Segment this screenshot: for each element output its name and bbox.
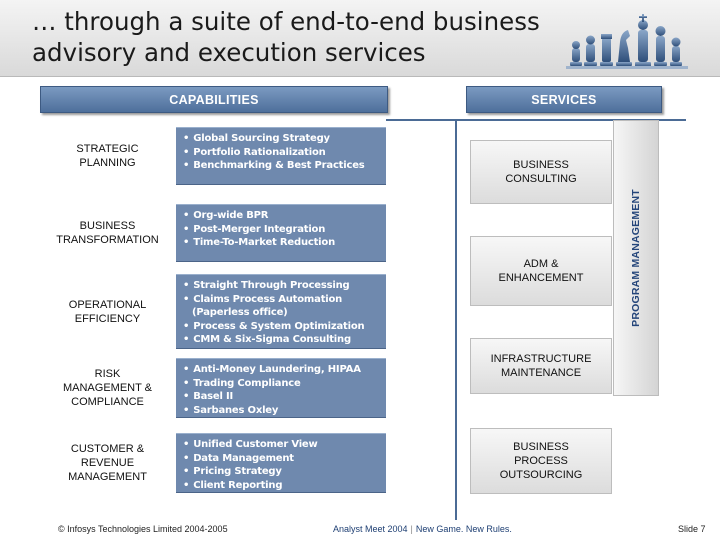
capability-details: Straight Through Processing Claims Proce… <box>176 274 386 349</box>
capabilities-header: CAPABILITIES <box>40 86 388 113</box>
vertical-divider <box>455 120 457 520</box>
capability-row-customer-revenue: CUSTOMER & REVENUE MANAGEMENT Unified Cu… <box>40 433 386 493</box>
title-bar: … through a suite of end-to-end business… <box>0 0 720 77</box>
capability-bullet: Global Sourcing Strategy <box>182 132 380 146</box>
capability-bullet: Claims Process Automation (Paperless off… <box>182 293 380 320</box>
slide-title: … through a suite of end-to-end business… <box>32 7 540 67</box>
service-infrastructure-maintenance: INFRASTRUCTURE MAINTENANCE <box>470 338 612 394</box>
services-header: SERVICES <box>466 86 662 113</box>
capability-details: Unified Customer View Data Management Pr… <box>176 433 386 493</box>
capability-details: Anti-Money Laundering, HIPAA Trading Com… <box>176 358 386 418</box>
capability-details: Global Sourcing Strategy Portfolio Ratio… <box>176 127 386 185</box>
capability-row-risk-management: RISK MANAGEMENT & COMPLIANCE Anti-Money … <box>40 358 386 418</box>
slide-number: Slide 7 <box>678 524 706 534</box>
service-business-process-outsourcing: BUSINESS PROCESS OUTSOURCING <box>470 428 612 494</box>
capability-name: RISK MANAGEMENT & COMPLIANCE <box>62 368 153 408</box>
chess-pieces-image <box>566 14 688 69</box>
capability-bullet: Data Management <box>182 452 380 466</box>
program-management-label: PROGRAM MANAGEMENT <box>630 189 642 327</box>
capability-bullet: Basel II <box>182 390 380 404</box>
event-name: Analyst Meet 2004 <box>333 524 408 534</box>
capability-bullet: Unified Customer View <box>182 438 380 452</box>
capability-bullet: Pricing Strategy <box>182 465 380 479</box>
capability-bullet: Process & System Optimization <box>182 320 380 334</box>
capability-bullet: Straight Through Processing <box>182 279 380 293</box>
capability-row-strategic-planning: STRATEGIC PLANNING Global Sourcing Strat… <box>40 127 386 185</box>
capability-name: CUSTOMER & REVENUE MANAGEMENT <box>68 443 147 483</box>
footer-separator: | <box>410 524 413 534</box>
capability-bullet: Time-To-Market Reduction <box>182 236 380 250</box>
capability-bullet: Post-Merger Integration <box>182 223 380 237</box>
service-adm-enhancement: ADM & ENHANCEMENT <box>470 236 612 306</box>
capability-bullet: Client Reporting <box>182 479 380 493</box>
capability-bullet: Benchmarking & Best Practices <box>182 159 380 173</box>
copyright: © Infosys Technologies Limited 2004-2005 <box>58 524 228 534</box>
capability-bullet: Org-wide BPR <box>182 209 380 223</box>
capability-bullet: Portfolio Rationalization <box>182 146 380 160</box>
capability-bullet: Trading Compliance <box>182 377 380 391</box>
capability-name: BUSINESS TRANSFORMATION <box>56 220 159 246</box>
service-business-consulting: BUSINESS CONSULTING <box>470 140 612 204</box>
capability-bullet: Anti-Money Laundering, HIPAA <box>182 363 380 377</box>
tagline: New Game. New Rules. <box>415 524 512 534</box>
footer-event: Analyst Meet 2004|New Game. New Rules. <box>333 524 512 534</box>
capability-details: Org-wide BPR Post-Merger Integration Tim… <box>176 204 386 262</box>
top-horizontal-rule <box>386 119 686 121</box>
capability-bullet: CMM & Six-Sigma Consulting <box>182 333 380 347</box>
capability-name: STRATEGIC PLANNING <box>76 143 139 169</box>
capability-row-operational-efficiency: OPERATIONAL EFFICIENCY Straight Through … <box>40 274 386 349</box>
capability-name: OPERATIONAL EFFICIENCY <box>68 298 147 325</box>
program-management-bar: PROGRAM MANAGEMENT <box>613 120 659 396</box>
capability-row-business-transformation: BUSINESS TRANSFORMATION Org-wide BPR Pos… <box>40 204 386 262</box>
capability-bullet: Sarbanes Oxley <box>182 404 380 418</box>
